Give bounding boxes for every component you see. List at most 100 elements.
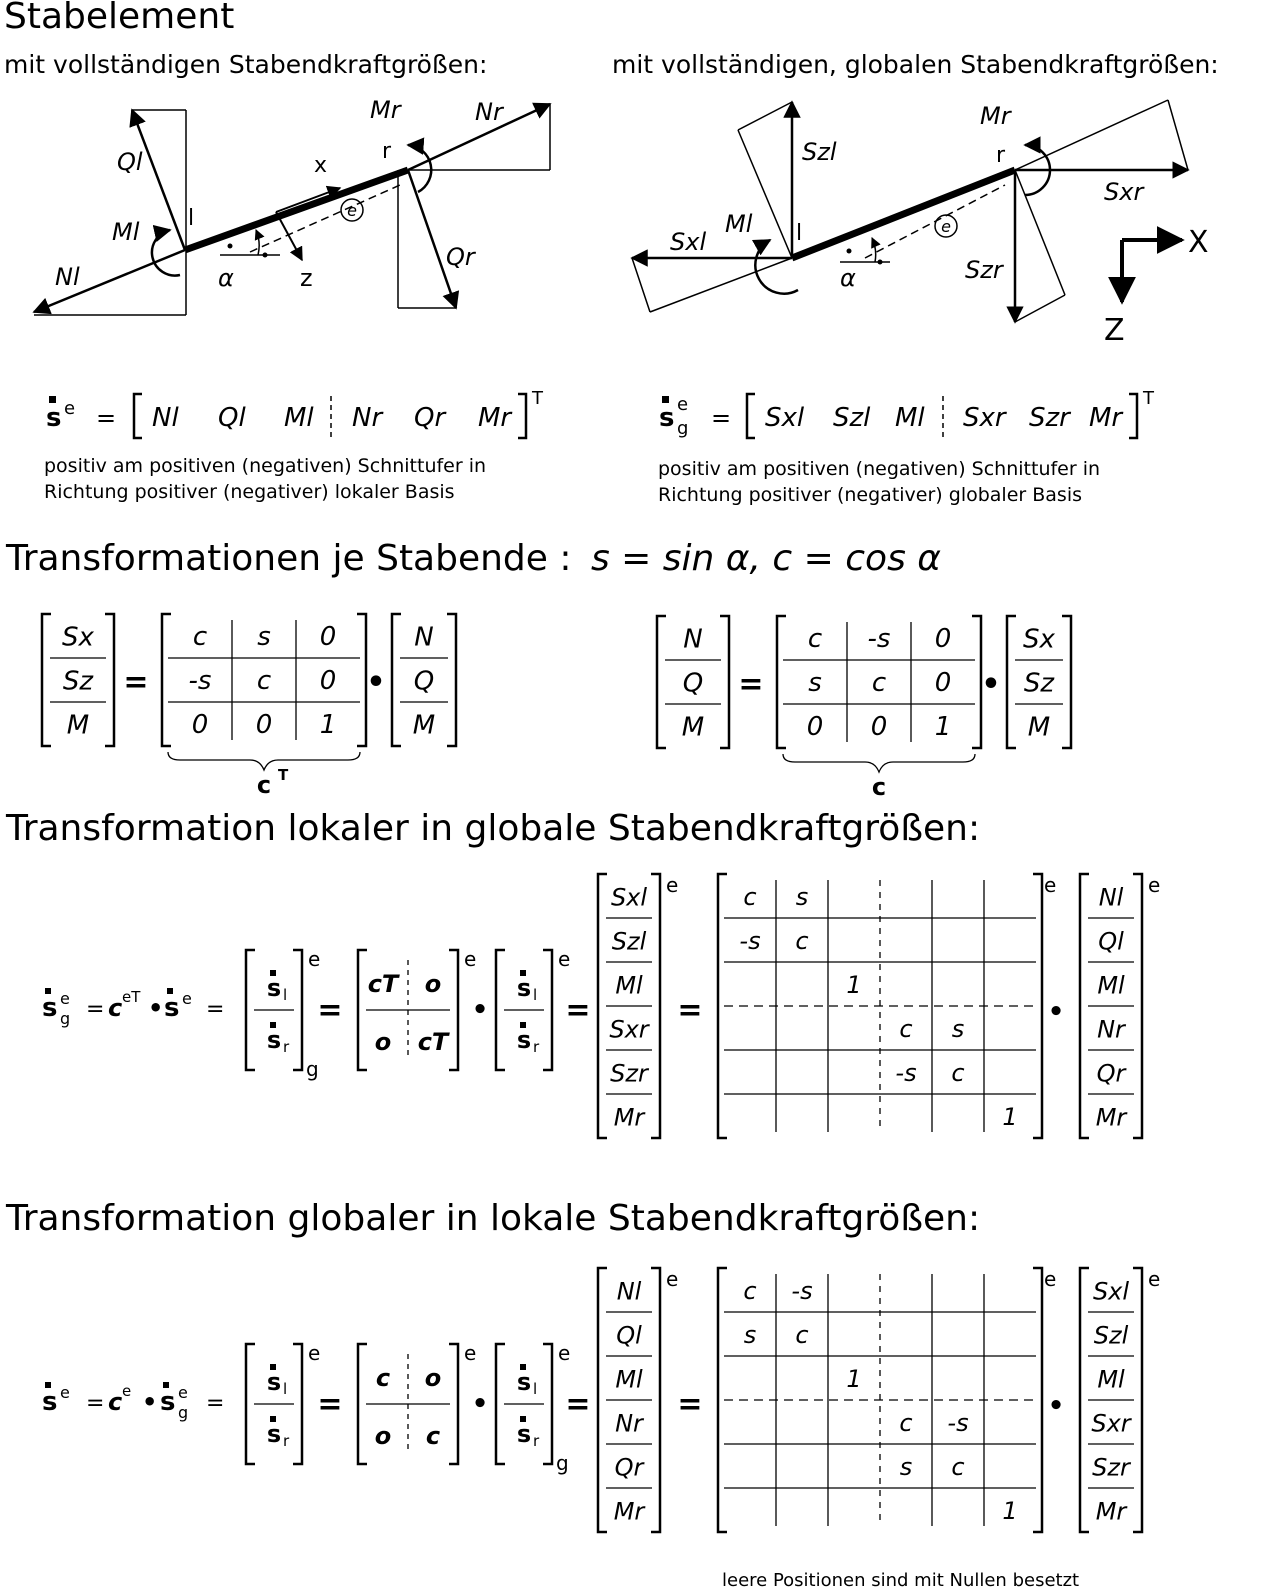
left-member-diagram: e Ql Ml Nl l α x z Mr Nr r Qr xyxy=(32,96,552,316)
vector-s-r: s xyxy=(267,1420,281,1448)
vector-entry: Sz xyxy=(63,667,95,697)
heading-text: Transformationen je Stabende : xyxy=(6,538,572,579)
entry-szl: Szl xyxy=(833,403,871,433)
z-axis-label: z xyxy=(300,264,313,292)
matrix-cell: s xyxy=(900,1453,913,1481)
block-cell: c xyxy=(426,1422,440,1450)
mr-label: Mr xyxy=(980,102,1013,130)
left-subtitle: mit vollständigen Stabendkraftgrößen: xyxy=(4,50,488,79)
entry-mr: Mr xyxy=(1089,403,1124,433)
block-cell: cT xyxy=(368,970,400,998)
local-vector-equation: s e = Nl Ql Ml Nr Qr Mr T xyxy=(46,388,544,440)
alpha-label: α xyxy=(218,264,234,292)
matrix-cell: s xyxy=(744,1321,757,1349)
bracket-left xyxy=(356,1342,367,1466)
sub-l: l xyxy=(533,1380,537,1398)
entry-mr: Mr xyxy=(478,403,513,433)
sup-e: e xyxy=(178,1383,188,1402)
matrix-cell: s xyxy=(796,883,809,911)
matrix-cell: 0 xyxy=(871,712,888,742)
equals-sign: = xyxy=(677,993,702,1028)
matrix-cell: -s xyxy=(739,927,760,955)
dot-operator: • xyxy=(1048,997,1065,1027)
dot-operator: • xyxy=(148,994,163,1022)
nl-label: Nl xyxy=(55,263,80,291)
mr-moment-arrow xyxy=(406,137,433,194)
member-bar xyxy=(183,166,410,254)
matrix-cell: 0 xyxy=(256,710,273,740)
bracket-right xyxy=(1133,872,1144,1140)
global-vector-note: positiv am positiven (negativen) Schnitt… xyxy=(658,456,1100,508)
matrix-cell: c xyxy=(795,1321,808,1349)
szr-label: Szr xyxy=(965,256,1005,284)
vector-entry: Q xyxy=(683,669,703,699)
entry-ml: Ml xyxy=(895,403,925,433)
equals-sign: = xyxy=(86,1391,104,1416)
local-z-axis xyxy=(275,211,303,262)
nl-arrow xyxy=(32,248,186,315)
dot-operator: • xyxy=(472,1389,489,1419)
vector-entry: Nr xyxy=(1097,1016,1127,1044)
x-axis-label: x xyxy=(314,153,327,178)
mr-label: Mr xyxy=(370,96,403,124)
vector-dot xyxy=(167,988,173,994)
matrix-cell: c xyxy=(743,1277,756,1305)
vector-s-r: s xyxy=(517,1026,531,1054)
block-cell: o xyxy=(375,1028,392,1056)
entry-ml: Ml xyxy=(284,403,314,433)
sub-r: r xyxy=(533,1038,540,1056)
bracket-left xyxy=(244,1342,255,1466)
vector-dot xyxy=(520,970,526,976)
sup-e: e xyxy=(666,873,678,897)
vector-entry: Ql xyxy=(616,1322,642,1350)
vector-dot xyxy=(163,1382,169,1388)
sub-g: g xyxy=(60,1009,70,1028)
sup-e: e xyxy=(464,947,476,971)
matrix-cell: -s xyxy=(189,666,212,696)
vector-entry: Ml xyxy=(615,1366,643,1394)
bracket-right xyxy=(357,612,368,748)
matrix-cell: c xyxy=(795,927,808,955)
equals-sign: = xyxy=(86,997,104,1022)
brace xyxy=(782,753,976,774)
sxl-label: Sxl xyxy=(670,228,706,256)
matrix-cell: 0 xyxy=(320,666,337,696)
qr-arrow xyxy=(406,169,460,310)
matrix-cell: 0 xyxy=(935,668,952,698)
ml-label: Ml xyxy=(725,210,753,238)
matrix-cell: c xyxy=(951,1453,964,1481)
matrix-cell: c xyxy=(951,1059,964,1087)
vector-entry: Qr xyxy=(615,1454,646,1482)
vector-dot xyxy=(520,1022,526,1028)
vector-dot xyxy=(520,1364,526,1370)
block-cell: o xyxy=(425,1364,442,1392)
equals-sign: = xyxy=(123,665,148,700)
matrix-cell: c xyxy=(899,1015,912,1043)
brace-label: c xyxy=(872,773,886,801)
section-heading-transform-end: Transformationen je Stabende : s = sin α… xyxy=(6,538,941,579)
bracket-right xyxy=(1033,1266,1044,1534)
dot-operator: • xyxy=(366,665,385,700)
vector-entry: M xyxy=(413,711,435,741)
entry-ql: Ql xyxy=(218,403,246,433)
bracket-left xyxy=(1078,1266,1089,1534)
matrix-cell: c xyxy=(808,624,822,654)
sub-r: r xyxy=(283,1038,290,1056)
bracket-left xyxy=(716,1266,727,1534)
bracket-left xyxy=(596,872,607,1140)
global-vector-equation: s e g = Sxl Szl Ml Sxr Szr Mr T xyxy=(659,388,1155,440)
alpha-label: α xyxy=(840,264,856,292)
local-vector-note: positiv am positiven (negativen) Schnitt… xyxy=(44,453,486,505)
bracket-right xyxy=(447,612,458,748)
bracket-left xyxy=(716,872,727,1140)
ml-label: Ml xyxy=(112,218,140,246)
bracket-right xyxy=(720,614,731,750)
vector-entry: Sxr xyxy=(609,1016,650,1044)
bracket-left xyxy=(244,948,255,1072)
bracket-right xyxy=(1133,1266,1144,1534)
global-x-label: X xyxy=(1188,225,1209,260)
note-line: positiv am positiven (negativen) Schnitt… xyxy=(44,455,487,477)
vector-dot xyxy=(270,1416,276,1422)
equals-sign: = xyxy=(206,997,224,1022)
